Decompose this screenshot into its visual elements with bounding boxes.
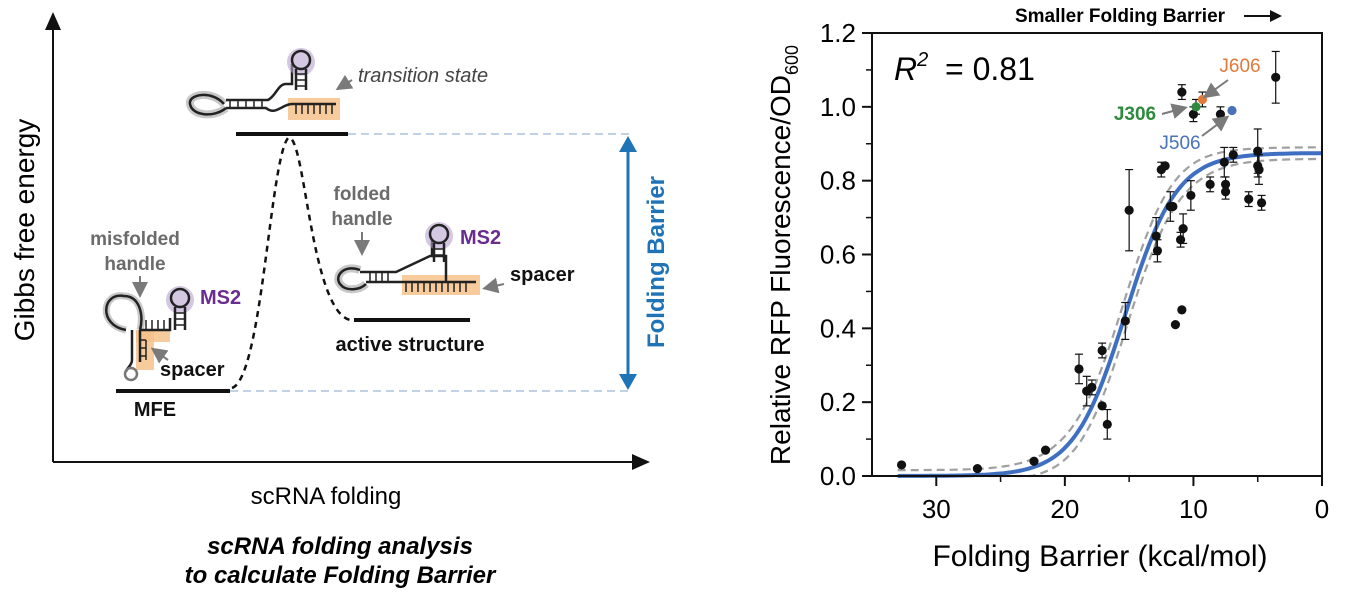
- data-point: [1074, 364, 1084, 374]
- y-tick-label: 1.0: [820, 92, 856, 122]
- data-point: [1220, 187, 1231, 197]
- y-tick-label: 1.2: [820, 18, 856, 48]
- energy-diagram: Gibbs free energy scRNA folding scRNA fo…: [9, 12, 670, 589]
- x-tick-label: 20: [1050, 494, 1079, 524]
- data-point-j306: [1191, 102, 1201, 112]
- transition-state-structure-icon: [186, 48, 340, 120]
- data-point: [1186, 190, 1196, 201]
- data-point: [1177, 305, 1187, 315]
- transition-pointer-icon: [335, 74, 354, 91]
- data-point: [1188, 109, 1199, 119]
- x-tick-label: 10: [1179, 494, 1208, 524]
- data-point: [1253, 146, 1263, 156]
- data-point: [1271, 72, 1281, 82]
- top-direction-label: Smaller Folding Barrier: [1015, 6, 1226, 27]
- data-point: [1228, 150, 1238, 160]
- barrier-arrow-down-icon: [619, 374, 637, 390]
- misfolded-handle-label-2: handle: [104, 254, 165, 275]
- y-axis-arrowhead-icon: [45, 12, 61, 30]
- folding-barrier-label: Folding Barrier: [643, 176, 670, 348]
- ci-upper-line: [897, 146, 1322, 472]
- axis-ticks: 0.0 0.2 0.4 0.6 0.8 1.0 1.2 30 20 10 0: [820, 18, 1329, 524]
- data-point: [1087, 382, 1097, 392]
- spacer-pointer-active-icon: [482, 277, 505, 294]
- folded-handle-label-1: folded: [334, 184, 391, 205]
- data-point: [1219, 157, 1229, 167]
- j606-pointer-icon: [1202, 79, 1229, 99]
- data-point: [1097, 345, 1107, 356]
- ci-lower-line: [897, 157, 1322, 478]
- data-point: [1178, 224, 1188, 234]
- y-tick-label: 0.4: [820, 313, 856, 343]
- data-point: [1029, 456, 1039, 466]
- scatter-chart: Smaller Folding Barrier 0.0 0.2 0.4 0.6 0.8 1…: [765, 6, 1329, 573]
- r2-label: R2: [894, 49, 928, 87]
- caption-line-1: scRNA folding analysis: [207, 533, 473, 560]
- j506-label: J506: [1159, 133, 1200, 154]
- data-point: [1215, 109, 1226, 119]
- x-tick-label: 0: [1315, 494, 1329, 524]
- scatter-x-axis-label: Folding Barrier (kcal/mol): [932, 540, 1267, 573]
- ms2-label-active: MS2: [460, 227, 501, 249]
- data-point: [1097, 401, 1107, 411]
- data-point: [972, 464, 983, 474]
- data-point: [1102, 419, 1112, 429]
- x-tick-label: 30: [922, 494, 951, 524]
- mfe-structure-icon: [102, 286, 194, 382]
- r2-value: = 0.81: [945, 51, 1035, 87]
- data-point: [1205, 179, 1215, 189]
- spacer-pointer-mfe-icon: [150, 347, 169, 364]
- scatter-y-axis-label: Relative RFP Fluorescence/OD600: [765, 45, 802, 465]
- data-point: [1168, 201, 1178, 212]
- caption-line-2: to calculate Folding Barrier: [185, 562, 497, 589]
- folding-pathway: [231, 136, 351, 390]
- j306-pointer-icon: [1161, 103, 1188, 119]
- data-point: [1244, 194, 1254, 204]
- data-point: [1152, 246, 1163, 256]
- data-point: [1175, 235, 1186, 245]
- active-structure-label: active structure: [336, 334, 485, 356]
- j306-label: J306: [1114, 104, 1156, 125]
- data-point: [1160, 161, 1170, 171]
- data-point: [896, 460, 907, 470]
- j606-label: J606: [1219, 56, 1260, 77]
- energy-x-axis-label: scRNA folding: [251, 483, 402, 510]
- data-point: [1151, 231, 1161, 241]
- misfolded-handle-label-1: misfolded: [90, 229, 180, 250]
- active-structure-icon: [334, 222, 480, 295]
- data-point: [1120, 316, 1130, 326]
- y-tick-label: 0.2: [820, 387, 856, 417]
- data-point: [1254, 164, 1264, 175]
- barrier-arrow-up-icon: [619, 136, 637, 152]
- top-arrow-icon: [1270, 10, 1282, 22]
- y-tick-label: 0.0: [820, 461, 856, 491]
- energy-y-axis-label: Gibbs free energy: [9, 119, 40, 342]
- data-points: [896, 72, 1281, 474]
- transition-state-label: transition state: [358, 65, 488, 87]
- data-point-j506: [1227, 105, 1237, 116]
- folded-handle-label-2: handle: [331, 209, 392, 230]
- data-point-j606: [1197, 94, 1208, 105]
- data-point: [1124, 205, 1134, 215]
- mfe-label: MFE: [134, 399, 176, 421]
- data-point: [1170, 320, 1181, 330]
- spacer-label-mfe: spacer: [160, 359, 225, 381]
- j506-pointer-icon: [1201, 115, 1230, 137]
- x-axis-arrowhead-icon: [632, 454, 650, 470]
- ms2-label-mfe: MS2: [200, 287, 241, 309]
- data-point: [1256, 198, 1267, 208]
- data-point: [1040, 445, 1051, 455]
- spacer-label-active: spacer: [510, 264, 575, 286]
- data-point: [1177, 87, 1187, 97]
- plot-frame: [871, 32, 1323, 477]
- data-point: [1220, 179, 1231, 189]
- y-tick-label: 0.6: [820, 240, 856, 270]
- y-tick-label: 0.8: [820, 166, 856, 196]
